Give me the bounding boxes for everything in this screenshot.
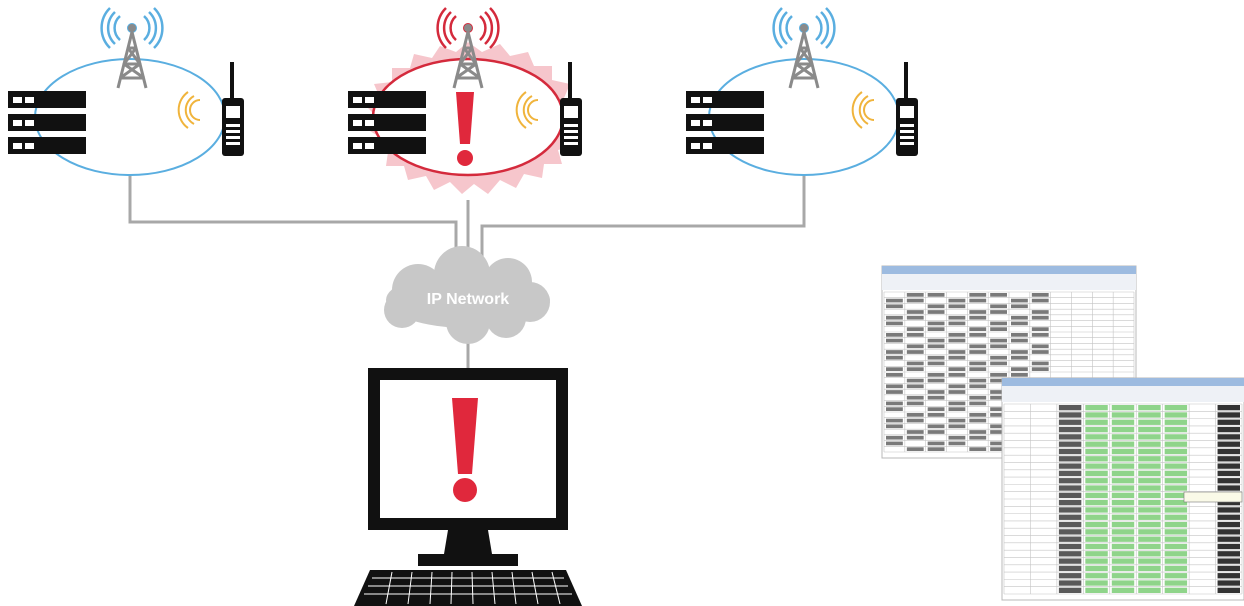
rack-unit-icon (348, 91, 426, 154)
monitoring-computer (354, 368, 582, 606)
link-right-site (480, 176, 806, 262)
rack-unit-icon (8, 91, 86, 154)
ip-network-cloud: IP Network (384, 246, 550, 344)
network-label: IP Network (427, 291, 510, 308)
site-right (686, 6, 919, 176)
status-tooltip (1183, 491, 1243, 503)
link-left-site (128, 176, 458, 262)
monitor-stand (444, 530, 492, 554)
data-grid (1003, 403, 1243, 595)
site-center (348, 6, 583, 194)
keyboard-icon (354, 570, 582, 606)
app-window-thumbnail-front (1001, 377, 1244, 601)
rack-unit-icon (686, 91, 764, 154)
exclamation-icon (452, 398, 478, 502)
site-left (8, 6, 245, 176)
